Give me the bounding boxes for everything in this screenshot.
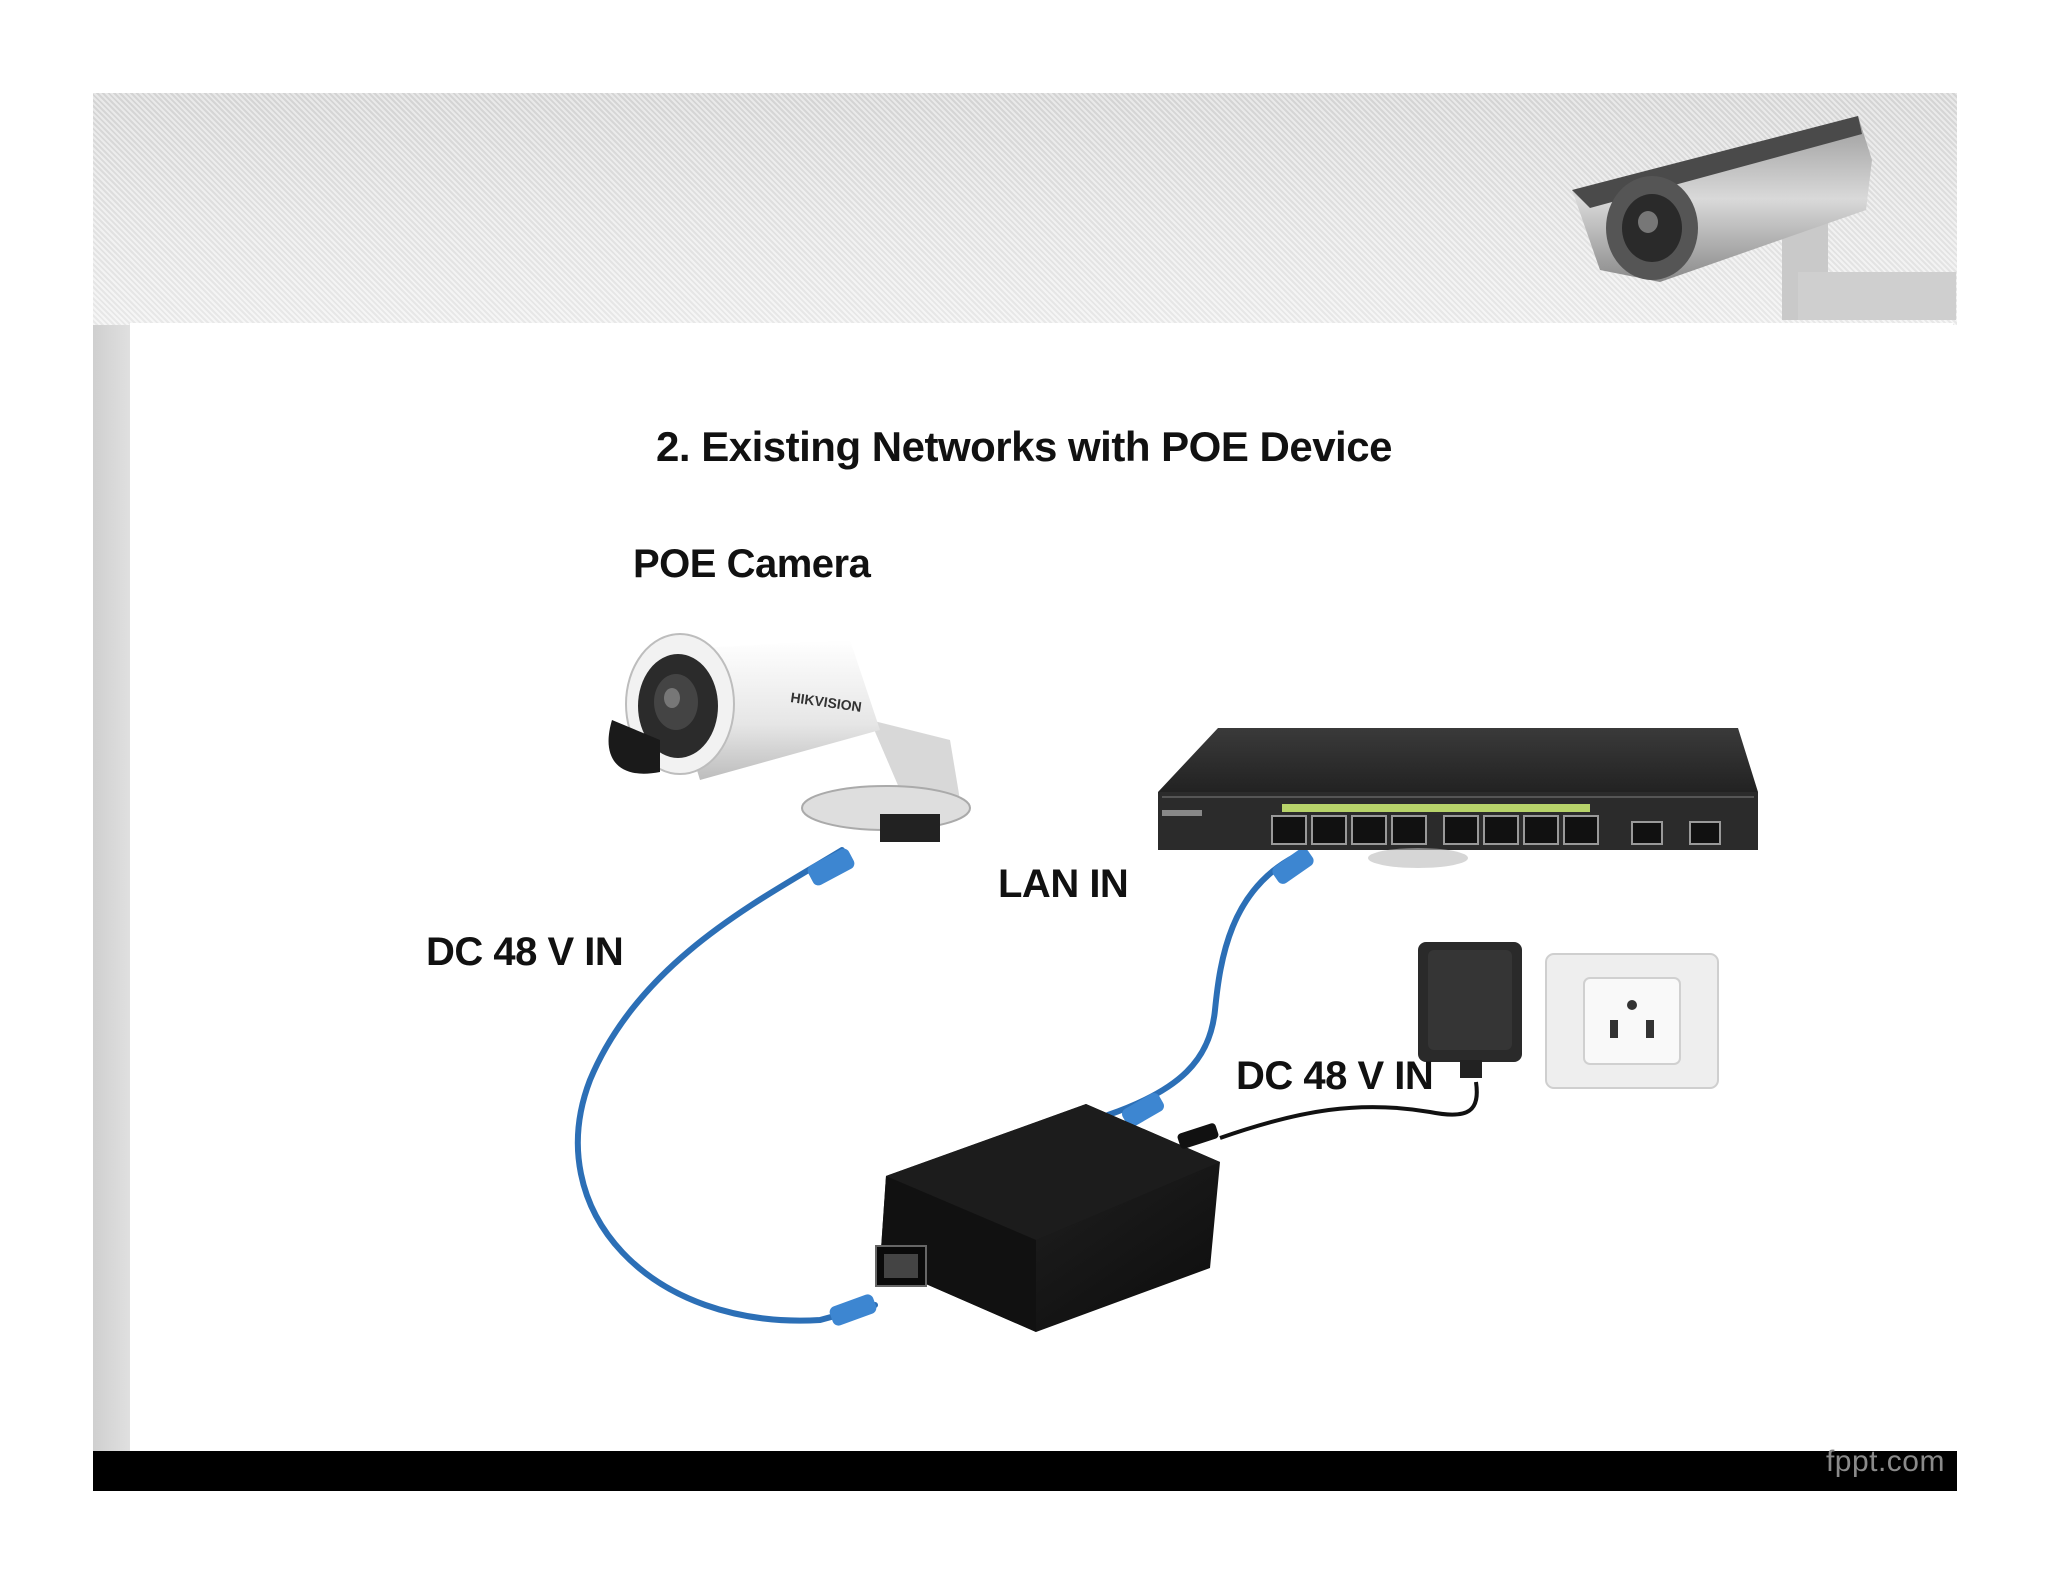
poe-injector-icon [875,1104,1220,1332]
footer-bar [93,1451,1957,1491]
lan-in-label: LAN IN [998,862,1129,906]
power-cable [1219,1081,1479,1140]
left-band [93,325,130,1465]
ethernet-cables [574,847,1299,1324]
dc-in-label-left: DC 48 V IN [426,930,624,974]
wall-outlet-icon [1545,953,1719,1089]
cctv-camera-icon [1572,116,1956,320]
bullet-camera-icon: HIKVISION [608,633,971,842]
power-adapter-icon [1418,942,1522,1078]
network-switch-icon [1158,728,1758,868]
dc-in-label-right: DC 48 V IN [1236,1054,1434,1098]
camera-label: POE Camera [633,542,871,586]
cable-connectors [807,848,1314,1326]
slide-title: 2. Existing Networks with POE Device [656,423,1392,470]
watermark: fppt.com [1825,1445,1945,1478]
